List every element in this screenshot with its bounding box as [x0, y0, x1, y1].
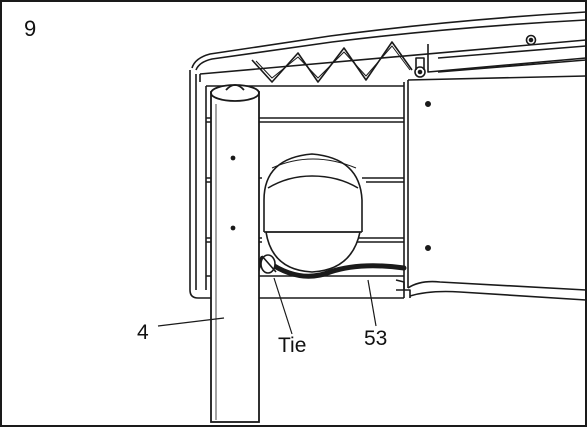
callout-part-53: 53 — [364, 327, 388, 350]
leader-lines — [157, 277, 377, 335]
upper-shroud — [191, 11, 587, 83]
step-number: 9 — [24, 16, 37, 41]
round-hub — [263, 153, 363, 273]
upright-column — [210, 84, 260, 423]
cable-tie — [260, 254, 277, 274]
callout-part-4: 4 — [137, 321, 149, 344]
callout-tie: Tie — [278, 334, 307, 357]
